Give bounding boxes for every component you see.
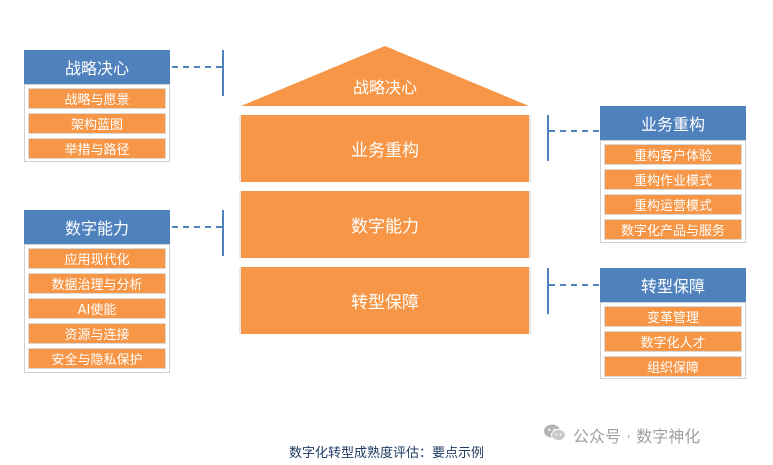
list-item: 举措与路径: [28, 138, 166, 159]
house-roof: [241, 46, 529, 106]
connector-right-2-bar: [547, 268, 549, 314]
figure-caption: 数字化转型成熟度评估：要点示例: [288, 446, 484, 461]
connector-left-2-bar: [222, 210, 224, 256]
list-item: 数据治理与分析: [28, 273, 166, 294]
connector-left-2: [172, 226, 222, 228]
wechat-icon: [543, 423, 567, 447]
left-group-digital-title: 数字能力: [24, 210, 170, 244]
watermark: 公众号 · 数字神化: [543, 423, 768, 447]
list-item: 重构运营模式: [604, 194, 742, 215]
left-group-strategy: 战略决心 战略与愿景 架构蓝图 举措与路径: [24, 50, 170, 162]
house-roof-label: 战略决心: [352, 78, 417, 97]
list-item: 安全与隐私保护: [28, 348, 166, 369]
list-item: 变革管理: [604, 306, 742, 327]
right-group-assurance: 转型保障 变革管理 数字化人才 组织保障: [600, 268, 746, 379]
right-group-assurance-title: 转型保障: [600, 268, 746, 302]
watermark-text: 公众号 · 数字神化: [573, 427, 701, 446]
list-item: 架构蓝图: [28, 113, 166, 134]
right-group-business: 业务重构 重构客户体验 重构作业模式 重构运营模式 数字化产品与服务: [600, 106, 746, 243]
left-group-digital-panel: 应用现代化 数据治理与分析 AI使能 资源与连接 安全与隐私保护: [24, 244, 170, 373]
right-group-business-panel: 重构客户体验 重构作业模式 重构运营模式 数字化产品与服务: [600, 140, 746, 243]
connector-left-1: [172, 66, 222, 68]
house-band-assurance: 转型保障: [239, 267, 531, 334]
left-group-strategy-panel: 战略与愿景 架构蓝图 举措与路径: [24, 84, 170, 162]
list-item: 战略与愿景: [28, 88, 166, 109]
list-item: 资源与连接: [28, 323, 166, 344]
house-band-business: 业务重构: [239, 115, 531, 182]
right-group-assurance-panel: 变革管理 数字化人才 组织保障: [600, 302, 746, 379]
connector-right-1: [549, 130, 599, 132]
list-item: 应用现代化: [28, 248, 166, 269]
connector-left-1-bar: [222, 50, 224, 96]
connector-right-1-bar: [547, 115, 549, 161]
list-item: 数字化产品与服务: [604, 219, 742, 240]
connector-right-2: [549, 284, 599, 286]
list-item: 重构作业模式: [604, 169, 742, 190]
list-item: 组织保障: [604, 356, 742, 377]
right-group-business-title: 业务重构: [600, 106, 746, 140]
house-band-digital: 数字能力: [239, 191, 531, 258]
left-group-strategy-title: 战略决心: [24, 50, 170, 84]
list-item: 数字化人才: [604, 331, 742, 352]
list-item: AI使能: [28, 298, 166, 319]
list-item: 重构客户体验: [604, 144, 742, 165]
left-group-digital: 数字能力 应用现代化 数据治理与分析 AI使能 资源与连接 安全与隐私保护: [24, 210, 170, 373]
